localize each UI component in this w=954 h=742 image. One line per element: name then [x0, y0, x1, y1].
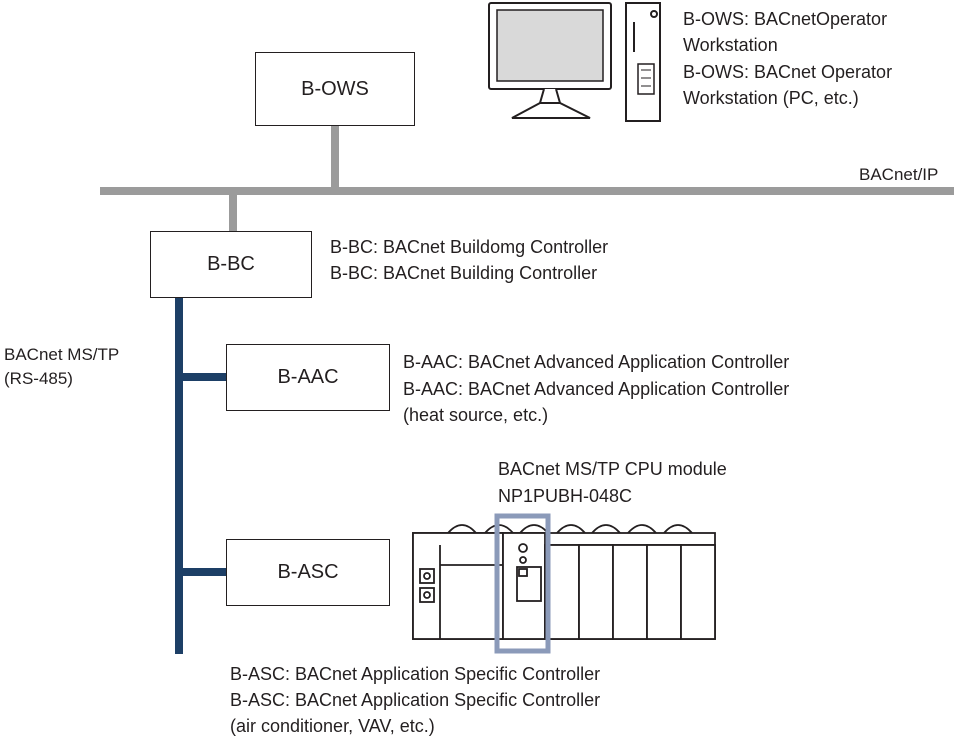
- bbc-caption-line2: B-BC: BACnet Building Controller: [330, 263, 598, 283]
- bacnet-ip-bus: [100, 187, 954, 195]
- bbc-caption-line1: B-BC: BACnet Buildomg Controller: [330, 237, 609, 257]
- bbc-drop-line: [229, 195, 237, 231]
- node-basc: B-ASC: [226, 539, 390, 606]
- cpu-module-highlight: [494, 513, 551, 654]
- baac-caption-line1: B-AAC: BACnet Advanced Application Contr…: [403, 352, 790, 372]
- node-bows: B-OWS: [255, 52, 415, 126]
- bows-caption-line1: B-OWS: BACnetOperator: [683, 9, 888, 29]
- basc-caption-line3: (air conditioner, VAV, etc.): [230, 716, 435, 736]
- mstp-branch-asc: [175, 568, 227, 576]
- basc-caption-line2: B-ASC: BACnet Application Specific Contr…: [230, 690, 601, 710]
- cpu-caption-line2: NP1PUBH-048C: [498, 486, 633, 506]
- baac-caption-line2: B-AAC: BACnet Advanced Application Contr…: [403, 379, 790, 399]
- bacnet-ip-label: BACnet/IP: [859, 165, 939, 184]
- node-baac: B-AAC: [226, 344, 390, 411]
- bows-caption-line2: Workstation: [683, 35, 778, 55]
- mstp-branch-aac: [175, 373, 227, 381]
- bows-caption-line4: Workstation (PC, etc.): [683, 88, 859, 108]
- bows-drop-line: [331, 126, 339, 188]
- node-bbc: B-BC: [150, 231, 312, 298]
- plc-rack-icon: [412, 524, 716, 640]
- bows-caption-line3: B-OWS: BACnet Operator: [683, 62, 893, 82]
- pc-monitor-tower-icon: [488, 2, 661, 122]
- mstp-label-line1: BACnet MS/TP: [4, 345, 120, 364]
- mstp-label-line2: (RS-485): [4, 369, 73, 388]
- basc-caption-line1: B-ASC: BACnet Application Specific Contr…: [230, 664, 601, 684]
- baac-caption-line3: (heat source, etc.): [403, 405, 549, 425]
- mstp-trunk: [175, 298, 183, 654]
- cpu-caption-line1: BACnet MS/TP CPU module: [498, 459, 727, 479]
